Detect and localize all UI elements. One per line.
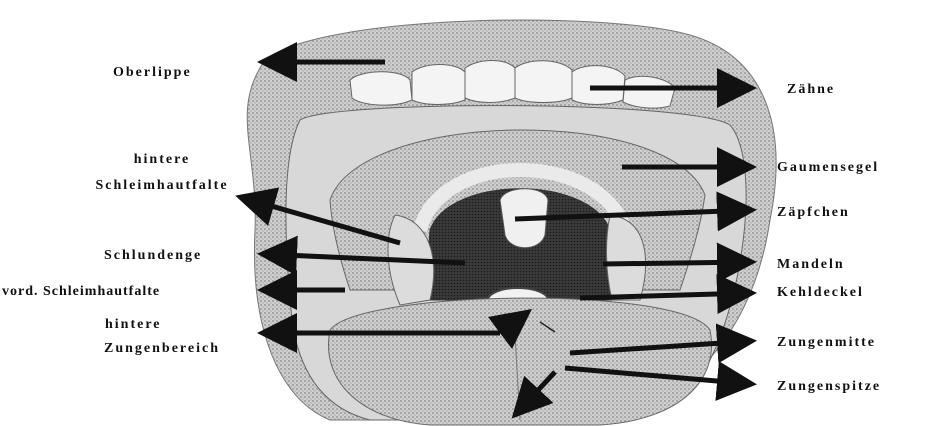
label-vordere-schleimhautfalte: vord. Schleimhautfalte bbox=[2, 283, 160, 300]
label-gaumensegel: Gaumensegel bbox=[777, 159, 879, 176]
arrow-mandeln bbox=[603, 262, 752, 264]
label-zungenspitze: Zungenspitze bbox=[777, 378, 881, 395]
label-zaehne: Zähne bbox=[787, 81, 835, 98]
label-oberlippe: Oberlippe bbox=[113, 64, 192, 81]
label-hinterer-zungenbereich-line1: hintere bbox=[62, 316, 262, 333]
label-hinterer-zungenbereich: hintere Zungenbereich bbox=[62, 316, 262, 357]
label-hintere-schleimhautfalte: hintere Schleimhautfalte bbox=[62, 151, 262, 194]
label-hintere-schleimhautfalte-line1: hintere bbox=[62, 151, 262, 168]
label-hintere-schleimhautfalte-line2: Schleimhautfalte bbox=[62, 177, 262, 194]
label-zaepfchen: Zäpfchen bbox=[777, 204, 850, 221]
label-hinterer-zungenbereich-line2: Zungenbereich bbox=[62, 340, 262, 357]
label-mandeln: Mandeln bbox=[777, 256, 845, 273]
label-kehldeckel: Kehldeckel bbox=[777, 284, 864, 301]
label-schlundenge: Schlundenge bbox=[104, 247, 202, 264]
label-zungenmitte: Zungenmitte bbox=[777, 334, 876, 351]
